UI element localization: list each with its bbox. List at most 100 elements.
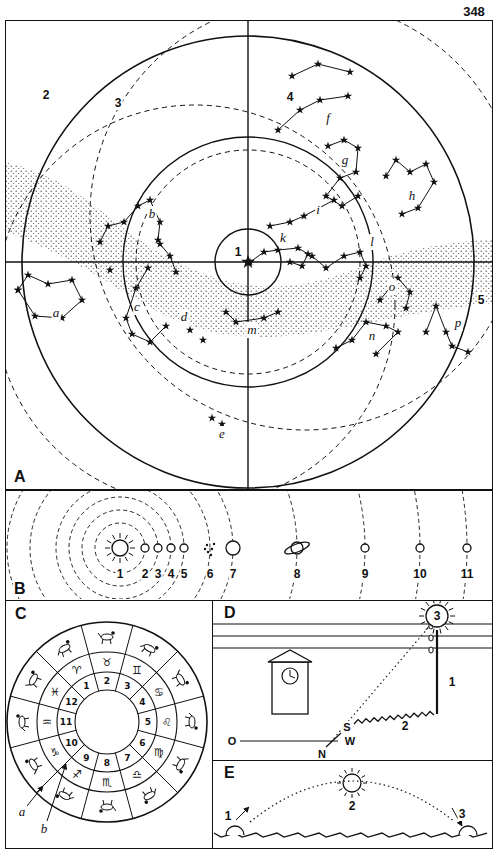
constellation bbox=[354, 192, 362, 200]
constellation bbox=[132, 284, 140, 292]
zodiac-wheel bbox=[7, 622, 207, 822]
constellation-letter: f bbox=[325, 110, 331, 126]
orbit bbox=[7, 491, 233, 599]
sun-course bbox=[339, 789, 342, 791]
panel-letter: A bbox=[13, 469, 27, 485]
constellation bbox=[322, 136, 362, 210]
planet-number: 3 bbox=[154, 567, 163, 581]
sun-course bbox=[362, 789, 365, 791]
house-number: 8 bbox=[103, 758, 111, 768]
zodiac-figure bbox=[144, 800, 149, 805]
constellation bbox=[414, 204, 422, 212]
star bbox=[106, 266, 114, 274]
constellation-letter: d bbox=[180, 309, 189, 325]
shadow-scene bbox=[213, 636, 492, 637]
constellation bbox=[382, 172, 390, 180]
zodiac-figure bbox=[171, 753, 190, 774]
zodiac-figure bbox=[57, 646, 72, 659]
zodiac-sign: ♉ bbox=[101, 656, 113, 669]
zodiac-figure bbox=[30, 670, 35, 675]
zodiac-wheel bbox=[130, 745, 178, 793]
zodiac-figure bbox=[98, 633, 111, 644]
orbit bbox=[82, 510, 158, 586]
constellation-letter: g bbox=[341, 152, 350, 168]
zodiac-figure bbox=[16, 714, 20, 718]
star bbox=[186, 326, 194, 334]
house-number: 4 bbox=[138, 697, 146, 707]
star bbox=[208, 414, 216, 422]
sun-course bbox=[358, 770, 360, 773]
sun-course bbox=[362, 776, 365, 778]
zodiac-figure bbox=[65, 639, 70, 644]
clock-tower bbox=[268, 650, 312, 662]
sun-course bbox=[214, 833, 487, 837]
asteroid bbox=[211, 548, 213, 550]
callout-letter: a bbox=[18, 804, 27, 820]
house-number: 12 bbox=[64, 697, 79, 707]
clock-tower bbox=[272, 662, 308, 714]
shadow-scene bbox=[354, 711, 434, 724]
constellation bbox=[372, 350, 380, 358]
sun-symbol bbox=[105, 533, 135, 563]
orbit bbox=[95, 523, 145, 573]
asteroid bbox=[206, 544, 208, 546]
zodiac-figure bbox=[185, 713, 198, 730]
leader-line bbox=[47, 764, 66, 821]
constellation bbox=[162, 322, 170, 330]
sun-course bbox=[459, 826, 477, 835]
constellation bbox=[172, 268, 180, 276]
sun-symbol bbox=[419, 601, 455, 634]
callout-letter: b bbox=[40, 821, 49, 837]
zodiac-figure bbox=[173, 753, 189, 770]
zodiac-figure bbox=[170, 669, 189, 690]
zodiac-figure bbox=[111, 631, 115, 635]
constellation bbox=[146, 196, 154, 204]
callout-number: 1 bbox=[224, 809, 233, 823]
zodiac-figure bbox=[99, 809, 103, 813]
constellation bbox=[402, 304, 410, 312]
sun-symbol bbox=[449, 608, 454, 610]
constellation bbox=[160, 244, 176, 272]
constellation bbox=[322, 264, 330, 272]
constellation bbox=[340, 252, 348, 260]
constellation bbox=[274, 308, 282, 316]
constellation-letter: c bbox=[133, 299, 141, 315]
constellation-letter: n bbox=[368, 328, 377, 344]
zodiac-figure bbox=[138, 644, 153, 657]
sun-symbol bbox=[421, 622, 426, 624]
constellation bbox=[356, 248, 364, 256]
constellation bbox=[286, 218, 294, 226]
constellation bbox=[100, 200, 160, 242]
constellation-letter: h bbox=[408, 188, 417, 204]
zodiac-sign: ♍ bbox=[153, 746, 165, 759]
constellation bbox=[146, 338, 154, 346]
constellation bbox=[398, 210, 406, 218]
constellation bbox=[14, 271, 86, 322]
sun-course bbox=[226, 826, 244, 835]
zodiac-figure bbox=[99, 800, 116, 813]
shadow-scene bbox=[429, 647, 433, 653]
constellation bbox=[96, 238, 104, 246]
constellation-letter: p bbox=[454, 315, 463, 331]
constellation bbox=[442, 328, 450, 336]
callout-number: 4 bbox=[286, 90, 295, 104]
zodiac-figure bbox=[98, 631, 115, 644]
celestial-circle bbox=[90, 21, 492, 430]
constellation bbox=[18, 275, 82, 318]
saturn-symbol bbox=[283, 540, 310, 556]
constellation bbox=[300, 212, 308, 220]
zodiac-figure bbox=[54, 639, 75, 658]
sun-course bbox=[358, 793, 360, 796]
constellation bbox=[122, 314, 130, 322]
sun-symbol bbox=[107, 553, 111, 556]
zodiac-sign: ♑ bbox=[49, 746, 61, 759]
shadow-scene bbox=[213, 648, 492, 649]
constellation bbox=[422, 328, 430, 336]
zodiac-wheel bbox=[81, 625, 99, 691]
page-number: 348 bbox=[462, 4, 486, 19]
shadow-scene bbox=[436, 630, 438, 714]
callout-number: 3 bbox=[458, 807, 467, 821]
constellation bbox=[222, 308, 230, 316]
zodiac-wheel bbox=[37, 652, 177, 792]
sun-course bbox=[337, 783, 341, 784]
